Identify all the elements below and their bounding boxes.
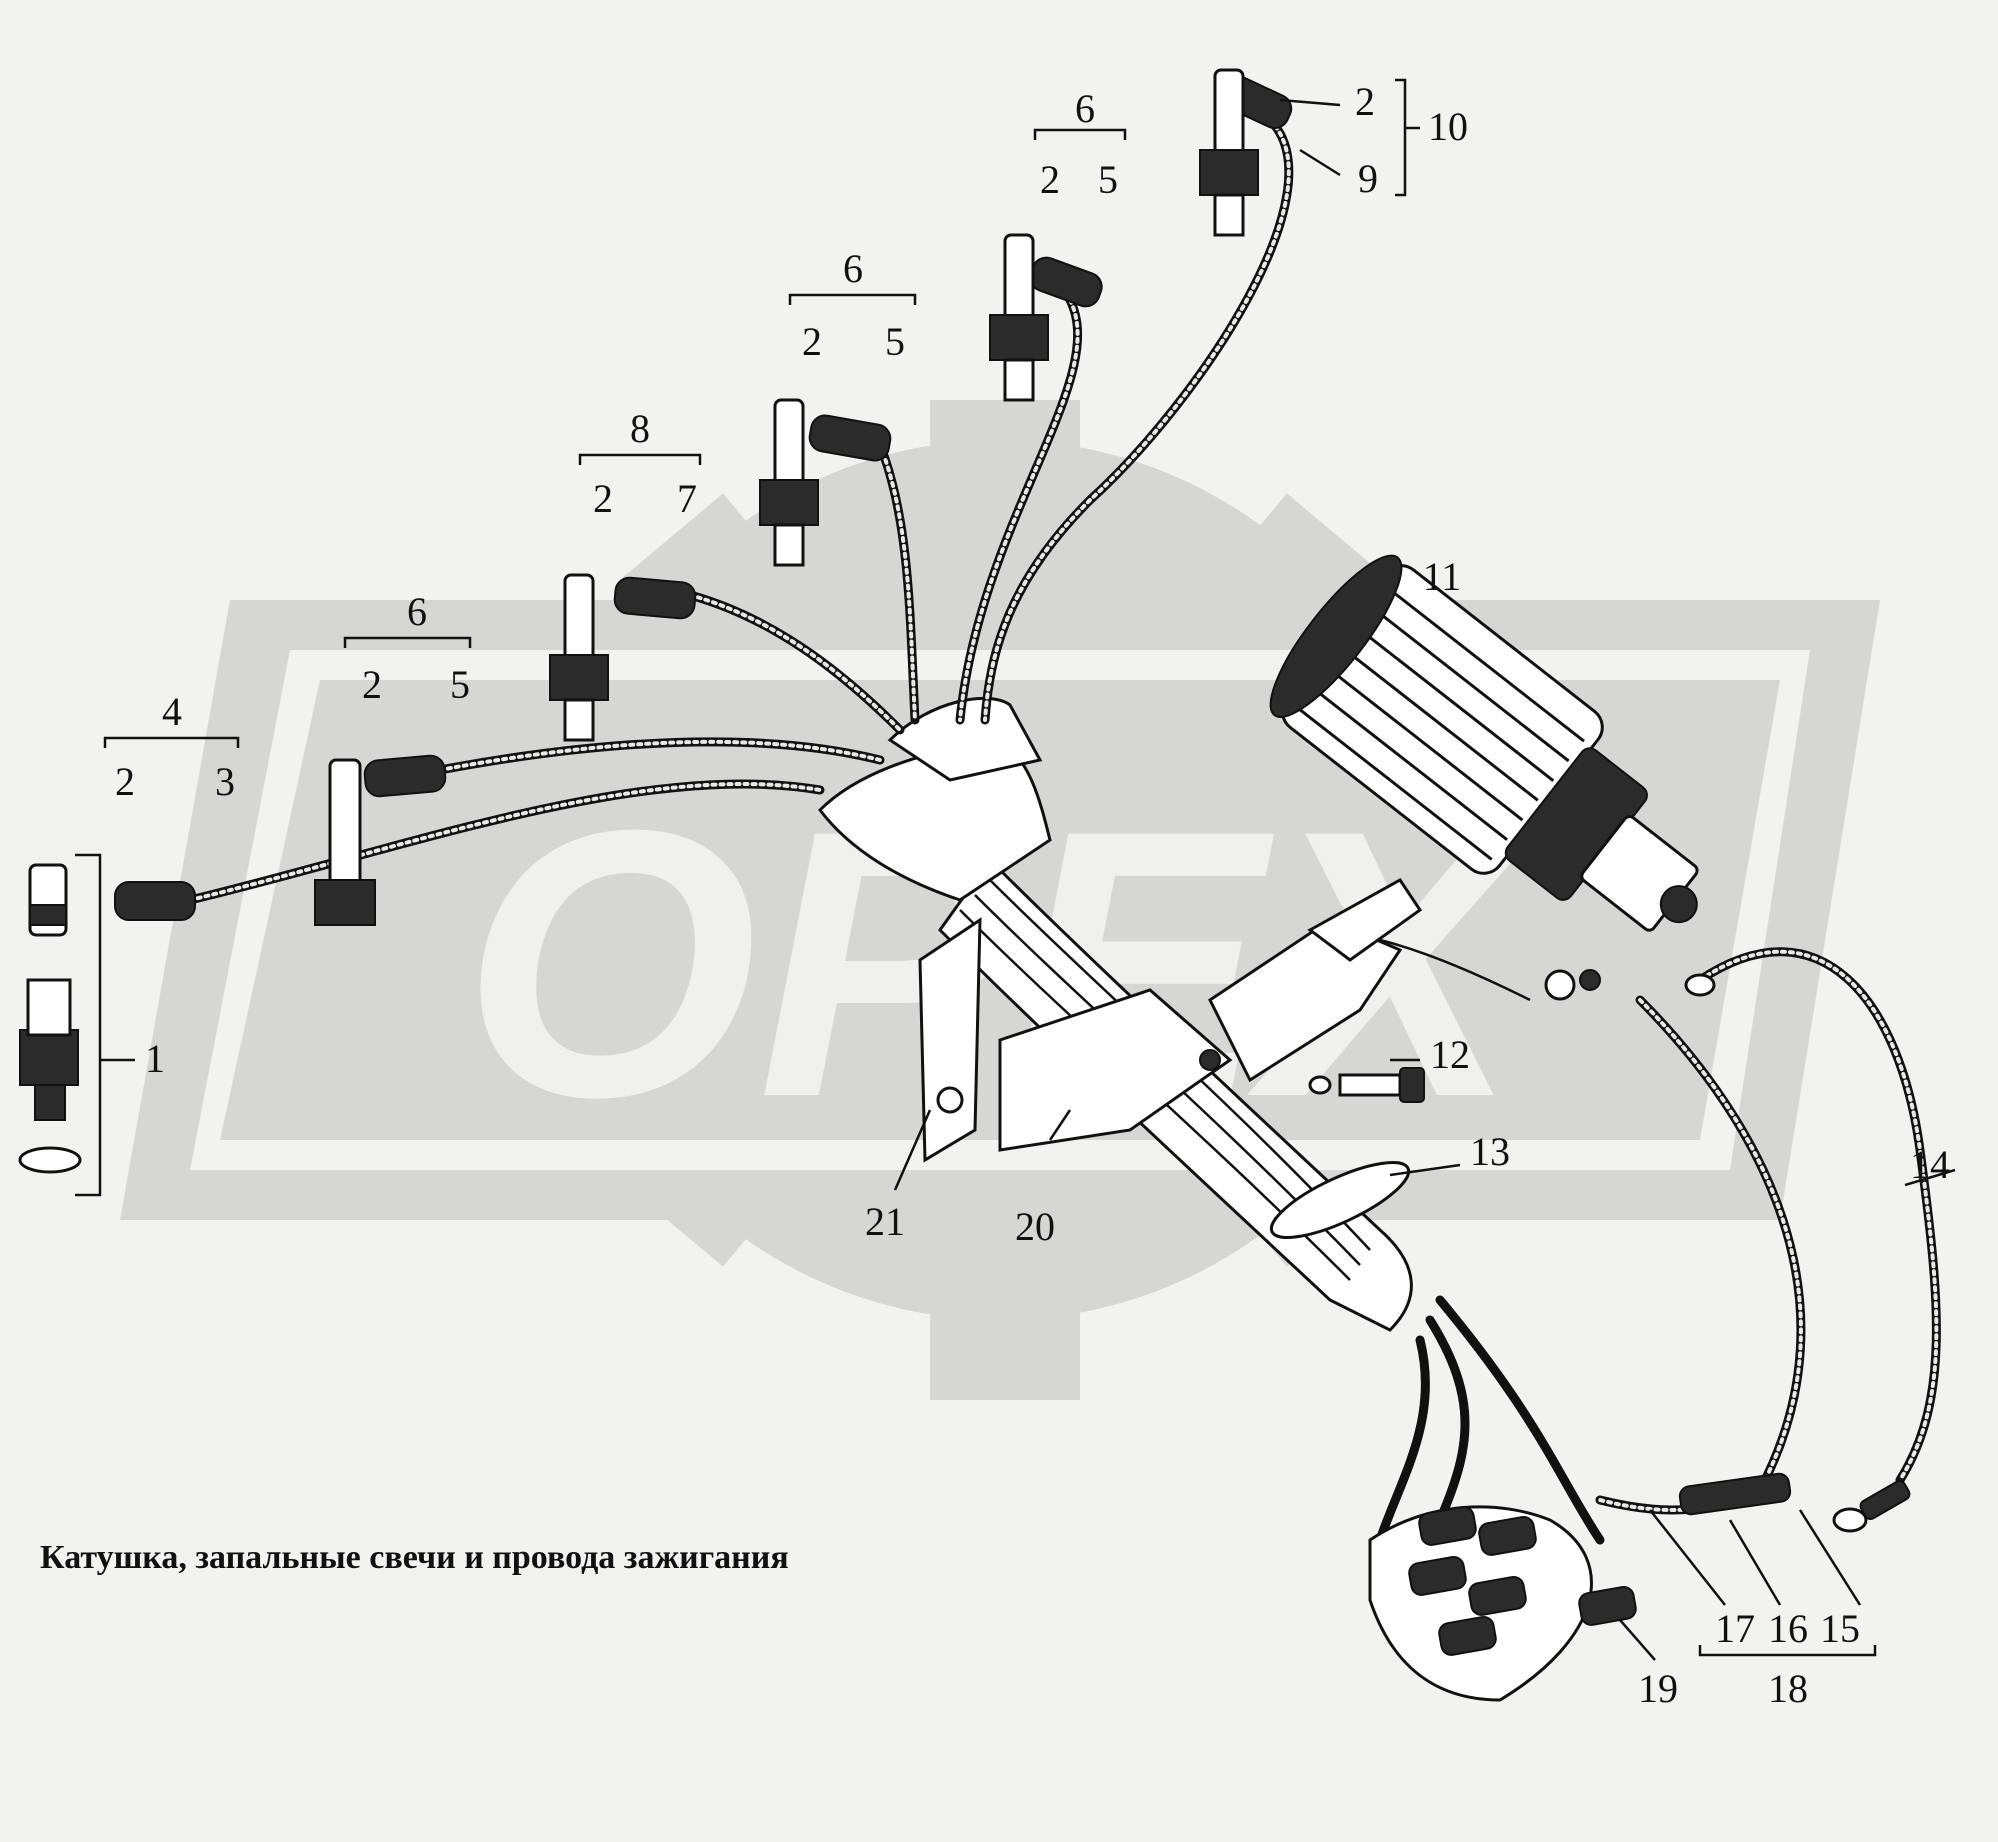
ignition-wires [185,115,1941,1545]
callouts: 1 2 3 4 2 5 6 2 7 8 2 5 6 2 5 6 2 9 10 1… [115,79,1950,1711]
terminal-lugs [1678,973,1911,1533]
callout-12: 12 [1430,1032,1470,1077]
diagram-caption: Катушка, запальные свечи и провода зажиг… [40,1539,789,1576]
callout-20: 20 [1015,1204,1055,1249]
bracket-20 [998,988,1233,1152]
callout-6: 6 [843,246,863,291]
callout-9: 9 [1358,156,1378,201]
leader-lines [75,78,1956,1661]
ignition-coil [1208,554,1699,1083]
callout-2: 2 [115,759,135,804]
distributor-cap [1368,1505,1637,1702]
callout-2: 2 [1355,79,1375,124]
callout-13: 13 [1470,1129,1510,1174]
callout-6: 6 [407,589,427,634]
callout-8: 8 [630,406,650,451]
callout-10: 10 [1428,104,1468,149]
wire-boots [114,74,1293,921]
callout-15: 15 [1820,1606,1860,1651]
callout-2: 2 [593,476,613,521]
callout-2: 2 [362,662,382,707]
callout-2: 2 [802,319,822,364]
spark-plug-3 [549,573,609,742]
callout-6: 6 [1075,86,1095,131]
callout-1: 1 [145,1036,165,1081]
spark-plug-1 [18,863,82,1174]
spark-plug-6 [1199,68,1259,237]
callout-21: 21 [865,1199,905,1244]
callout-5: 5 [885,319,905,364]
callout-7: 7 [677,476,697,521]
callout-11: 11 [1423,554,1462,599]
callout-17: 17 [1715,1606,1755,1651]
callout-4: 4 [162,689,182,734]
callout-5: 5 [450,662,470,707]
callout-14: 14 [1910,1142,1950,1187]
spark-plug-5 [989,233,1049,402]
bracket-21 [918,917,982,1163]
callout-18: 18 [1768,1666,1808,1711]
callout-16: 16 [1768,1606,1808,1651]
spark-plug-4 [759,398,819,567]
wire-clamp [818,697,1052,902]
callout-3: 3 [215,759,235,804]
callout-19: 19 [1638,1666,1678,1711]
callout-2: 2 [1040,157,1060,202]
clamp-ring-13 [1269,1161,1411,1239]
bolt-12 [1308,1067,1425,1103]
callout-5: 5 [1098,157,1118,202]
spark-plug-2 [314,758,376,926]
